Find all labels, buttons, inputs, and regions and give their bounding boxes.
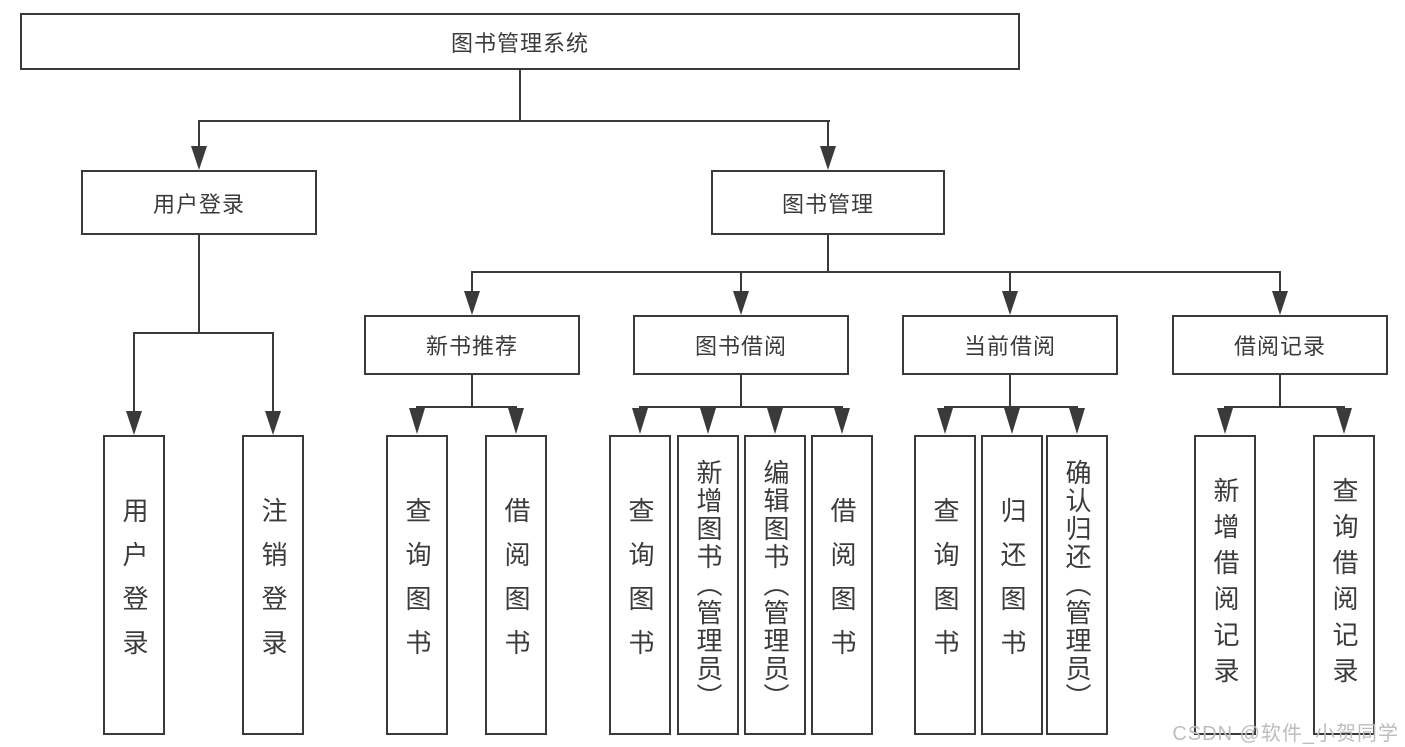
leaf-logout: 注销登录 <box>242 435 304 735</box>
arrowhead-down-icon <box>1272 291 1288 315</box>
arrowhead-down-icon <box>191 146 207 170</box>
leaf-label: 查询图书 <box>402 497 432 673</box>
node-borrowing-records: 借阅记录 <box>1172 315 1388 375</box>
node-book-management: 图书管理 <box>711 170 945 235</box>
leaf-label: 注销登录 <box>258 497 288 673</box>
leaf-user-login: 用户登录 <box>103 435 165 735</box>
node-current-borrowing: 当前借阅 <box>902 315 1118 375</box>
connector-line <box>471 271 1281 273</box>
arrowhead-down-icon <box>1004 408 1020 434</box>
connector-line <box>471 375 473 408</box>
connector-line <box>198 120 200 148</box>
leaf-confirm-return-admin: 确认归还（管理员） <box>1046 435 1108 735</box>
node-user-login: 用户登录 <box>81 170 317 235</box>
node-library-management-system: 图书管理系统 <box>20 13 1020 70</box>
arrowhead-down-icon <box>937 408 953 434</box>
connector-line <box>1009 271 1011 293</box>
arrowhead-down-icon <box>1069 408 1085 434</box>
leaf-query-books-borrow: 查询图书 <box>609 435 671 735</box>
connector-line <box>1009 375 1011 408</box>
leaf-label: 查询借阅记录 <box>1329 477 1359 693</box>
arrowhead-down-icon <box>820 146 836 170</box>
leaf-query-books-current: 查询图书 <box>914 435 976 735</box>
leaf-label: 编辑图书（管理员） <box>760 459 790 711</box>
arrowhead-down-icon <box>1002 291 1018 315</box>
leaf-label: 查询图书 <box>625 497 655 673</box>
arrowhead-down-icon <box>834 408 850 434</box>
arrowhead-down-icon <box>126 411 142 435</box>
arrowhead-down-icon <box>700 408 716 434</box>
leaf-label: 新增借阅记录 <box>1210 477 1240 693</box>
leaf-label: 归还图书 <box>997 497 1027 673</box>
leaf-add-borrow-record: 新增借阅记录 <box>1194 435 1256 735</box>
arrowhead-down-icon <box>265 411 281 435</box>
connector-line <box>519 70 521 122</box>
leaf-query-borrow-record: 查询借阅记录 <box>1313 435 1375 735</box>
connector-line <box>471 271 473 293</box>
leaf-borrow-books: 借阅图书 <box>811 435 873 735</box>
node-book-borrowing: 图书借阅 <box>633 315 849 375</box>
connector-line <box>198 235 200 334</box>
connector-line <box>198 120 830 122</box>
node-new-book-recommendation: 新书推荐 <box>364 315 580 375</box>
connector-line <box>639 406 843 408</box>
connector-line <box>133 332 274 334</box>
leaf-return-books: 归还图书 <box>981 435 1043 735</box>
connector-line <box>1224 406 1345 408</box>
connector-line <box>272 332 274 411</box>
leaf-label: 新增图书（管理员） <box>693 459 723 711</box>
leaf-edit-books-admin: 编辑图书（管理员） <box>744 435 806 735</box>
connector-line <box>1279 271 1281 293</box>
leaf-borrow-books-recommend: 借阅图书 <box>485 435 547 735</box>
connector-line <box>133 332 135 411</box>
arrowhead-down-icon <box>409 408 425 434</box>
connector-line <box>416 406 517 408</box>
leaf-label: 查询图书 <box>930 497 960 673</box>
arrowhead-down-icon <box>508 408 524 434</box>
connector-line <box>1279 375 1281 408</box>
connector-line <box>944 406 1078 408</box>
leaf-label: 确认归还（管理员） <box>1062 459 1092 711</box>
arrowhead-down-icon <box>767 408 783 434</box>
leaf-label: 用户登录 <box>119 497 149 673</box>
leaf-add-books-admin: 新增图书（管理员） <box>677 435 739 735</box>
leaf-label: 借阅图书 <box>501 497 531 673</box>
arrowhead-down-icon <box>632 408 648 434</box>
connector-line <box>827 120 829 148</box>
leaf-query-books-recommend: 查询图书 <box>386 435 448 735</box>
connector-line <box>740 271 742 293</box>
leaf-label: 借阅图书 <box>827 497 857 673</box>
arrowhead-down-icon <box>464 291 480 315</box>
arrowhead-down-icon <box>733 291 749 315</box>
connector-line <box>740 375 742 408</box>
arrowhead-down-icon <box>1336 408 1352 434</box>
arrowhead-down-icon <box>1217 408 1233 434</box>
connector-line <box>827 235 829 273</box>
csdn-watermark: CSDN @软件_小贺同学 <box>1172 723 1399 745</box>
